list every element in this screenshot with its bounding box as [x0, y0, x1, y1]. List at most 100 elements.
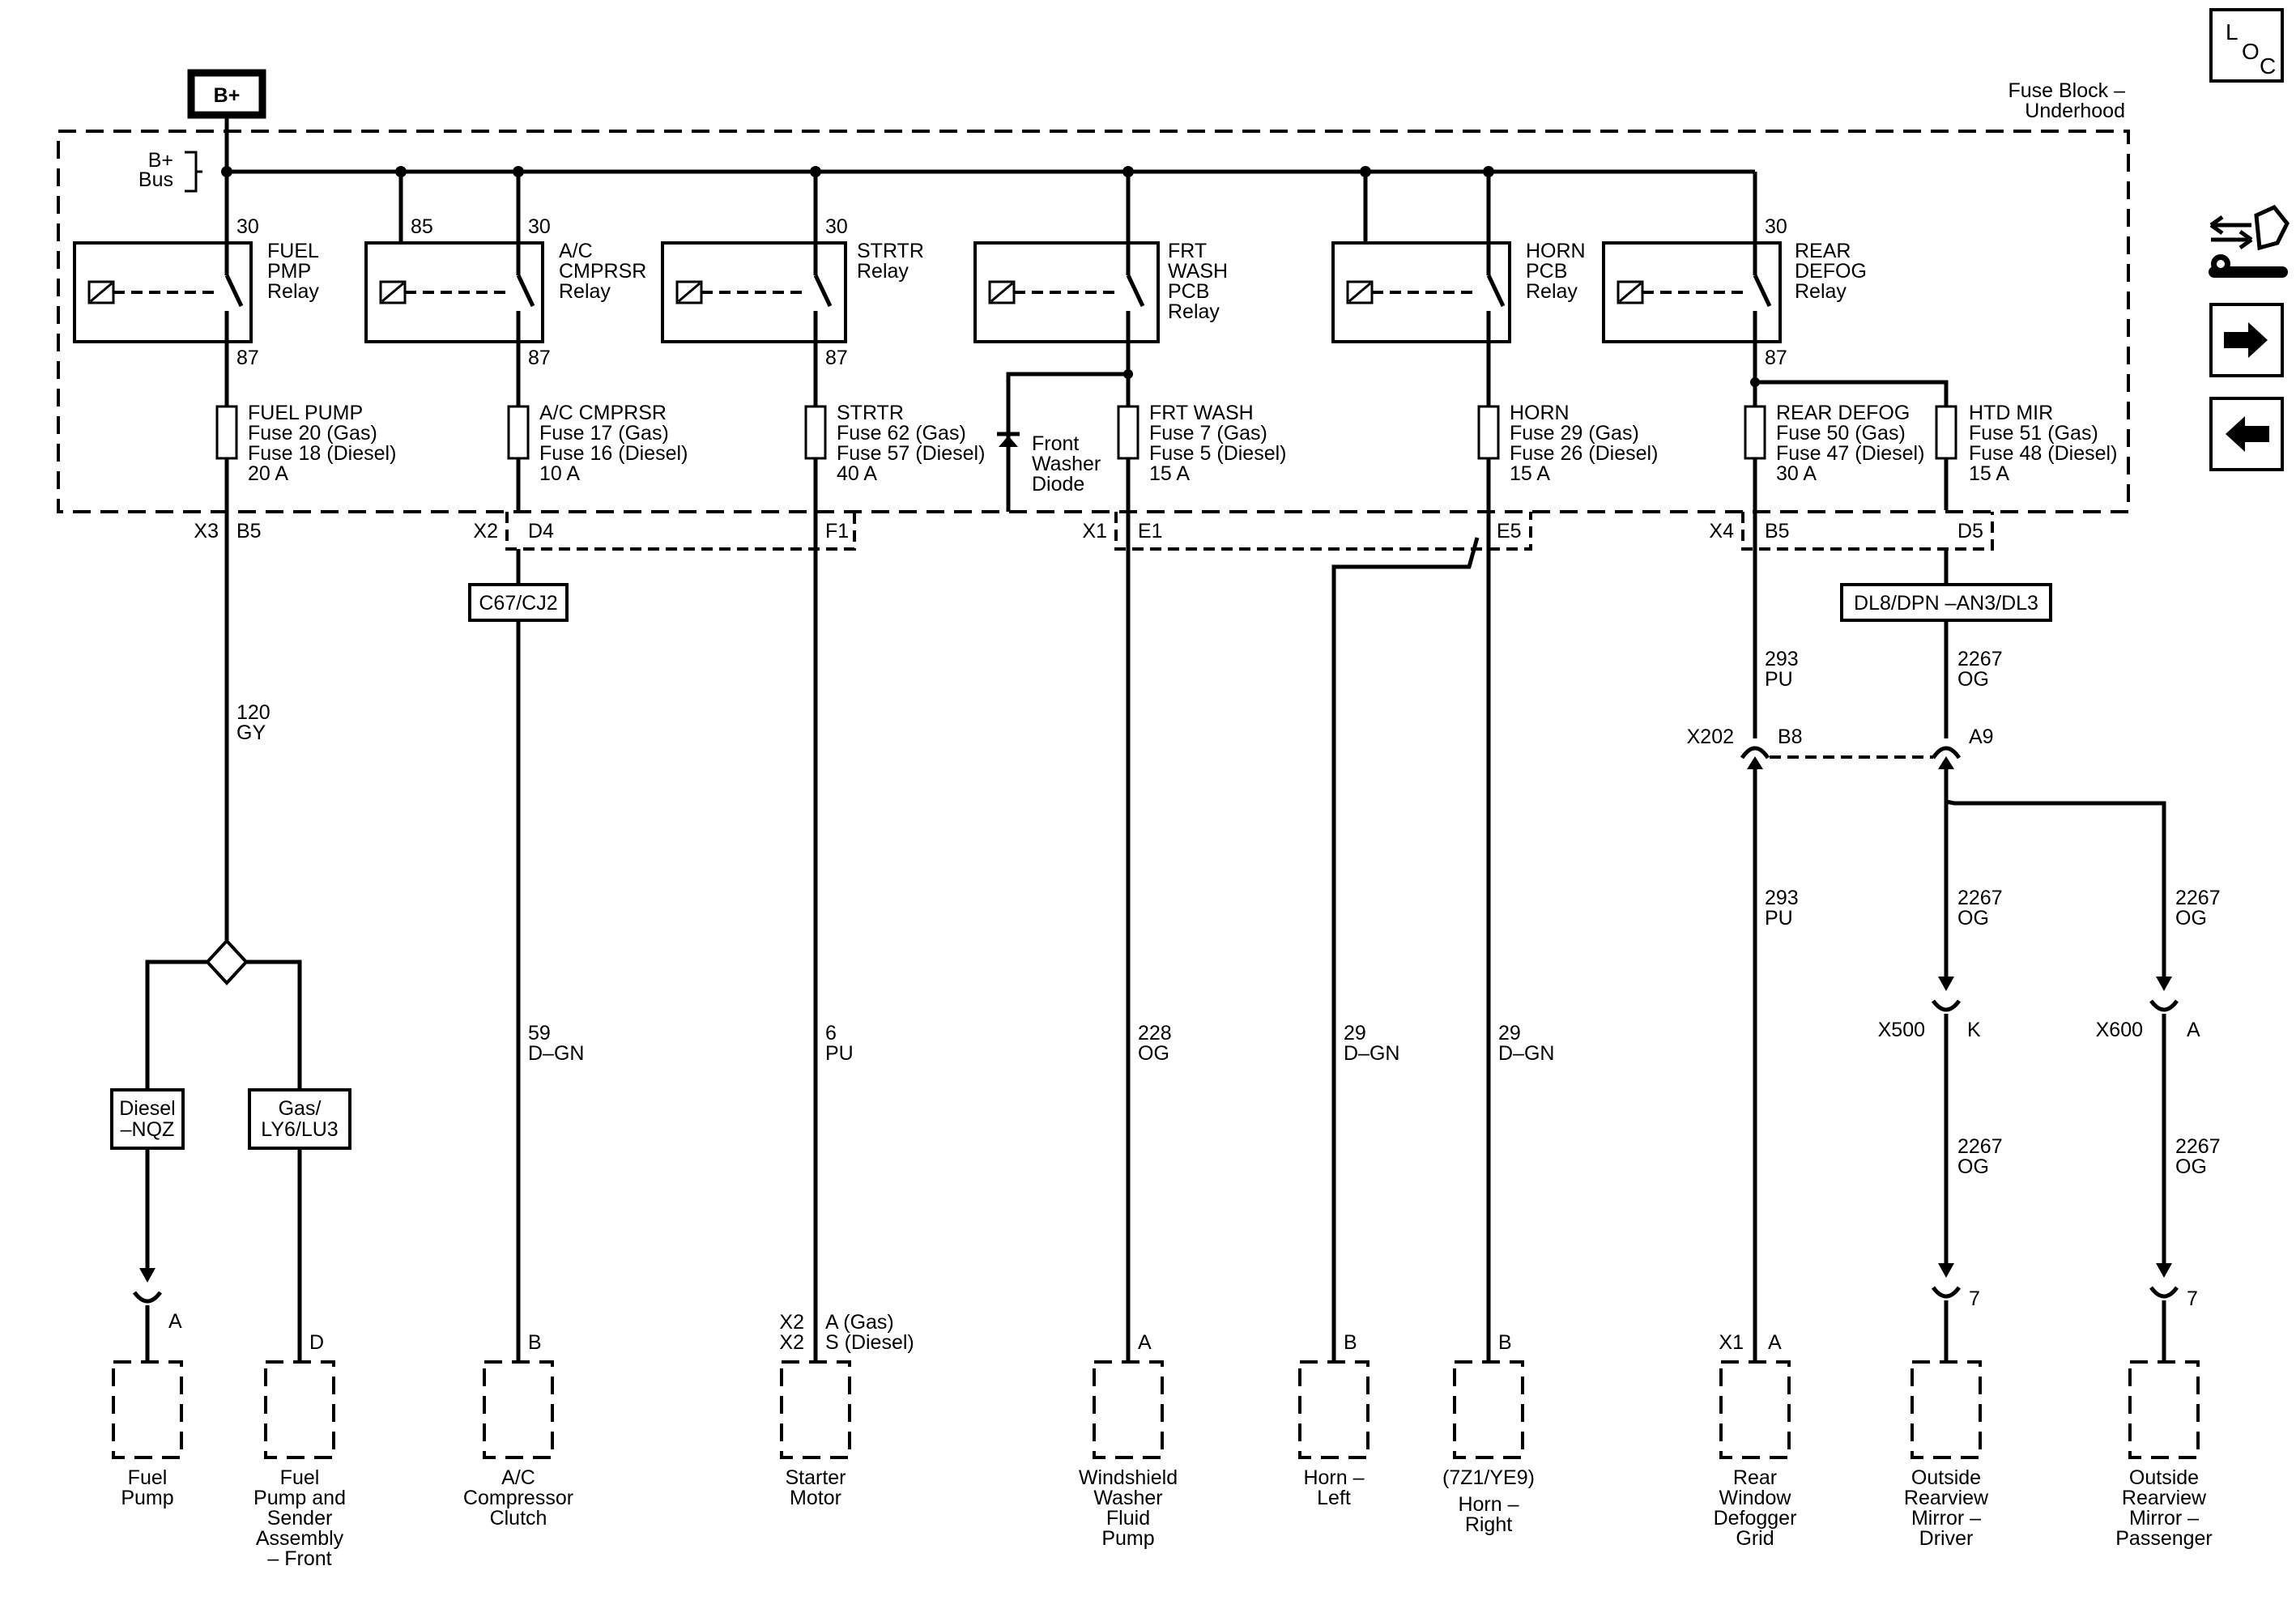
bus-label-bus: Bus [138, 168, 173, 191]
battery-label: B+ [214, 84, 241, 107]
svg-text:X600: X600 [2096, 1019, 2143, 1041]
svg-text:Fuse 51 (Gas): Fuse 51 (Gas) [1969, 422, 2098, 445]
svg-text:2267: 2267 [1957, 1135, 2003, 1158]
svg-text:Assembly: Assembly [256, 1527, 344, 1550]
fuse-starter[interactable]: STRTR Fuse 62 (Gas) Fuse 57 (Diesel) 40 … [804, 402, 985, 510]
fuse-front-washer[interactable]: FRT WASH Fuse 7 (Gas) Fuse 5 (Diesel) 15… [1117, 402, 1287, 510]
connector-x202: X202 B8 A9 [1687, 726, 1994, 759]
svg-text:Relay: Relay [1526, 280, 1578, 303]
component-horn-right[interactable]: (7Z1/YE9) Horn – Right [1442, 1360, 1535, 1536]
relay-rear-defog[interactable]: REAR DEFOG Relay 30 87 [1602, 172, 1949, 406]
svg-text:Defogger: Defogger [1714, 1507, 1797, 1530]
component-fuel-sender[interactable]: Fuel Pump and Sender Assembly – Front [253, 1360, 346, 1570]
svg-text:A/C CMPRSR: A/C CMPRSR [539, 402, 667, 424]
svg-text:293: 293 [1765, 887, 1799, 909]
svg-text:A9: A9 [1969, 726, 1994, 748]
connector-x600: X600 A 2267 OG 7 [2096, 977, 2221, 1362]
component-mirror-passenger[interactable]: Outside Rearview Mirror – Passenger [2115, 1360, 2213, 1550]
fuse-block-outline [57, 130, 2130, 513]
svg-text:30: 30 [236, 215, 259, 238]
connector-x500: X500 K 2267 OG 7 [1878, 977, 2003, 1362]
svg-text:B8: B8 [1778, 726, 1803, 748]
front-washer-diode[interactable]: Front Washer Diode [997, 372, 1128, 512]
svg-text:87: 87 [528, 347, 551, 369]
component-ac-clutch[interactable]: A/C Compressor Clutch [463, 1360, 573, 1530]
relay-front-washer[interactable]: FRT WASH PCB Relay [973, 172, 1228, 406]
svg-text:Fuse 18 (Diesel): Fuse 18 (Diesel) [248, 442, 396, 465]
arrow-left-icon [2226, 416, 2269, 452]
svg-text:Fuse 29 (Gas): Fuse 29 (Gas) [1510, 422, 1639, 445]
svg-text:120: 120 [236, 701, 270, 724]
location-button[interactable]: L O C [2209, 8, 2284, 83]
svg-text:A/C: A/C [559, 240, 593, 262]
svg-text:Motor: Motor [790, 1487, 841, 1509]
svg-text:Washer: Washer [1032, 453, 1101, 475]
svg-text:OG: OG [2175, 1155, 2207, 1178]
loc-letter-l: L [2226, 19, 2238, 45]
service-tools-icon[interactable] [2209, 204, 2290, 278]
svg-text:29: 29 [1344, 1022, 1366, 1045]
relay-ac-compressor[interactable]: A/C CMPRSR Relay 85 30 87 [364, 172, 646, 406]
fuse-heated-mirror[interactable]: HTD MIR Fuse 51 (Gas) Fuse 48 (Diesel) 1… [1935, 402, 2117, 510]
svg-text:Washer: Washer [1093, 1487, 1162, 1509]
svg-text:HTD MIR: HTD MIR [1969, 402, 2053, 424]
svg-text:PCB: PCB [1168, 280, 1209, 303]
svg-text:–NQZ: –NQZ [121, 1118, 175, 1141]
component-fuel-pump[interactable]: Fuel Pump [112, 1360, 183, 1509]
circuit-fuel-pump: 120 GY [145, 510, 302, 1090]
svg-text:Sender: Sender [267, 1507, 333, 1530]
svg-text:30: 30 [528, 215, 551, 238]
svg-text:PU: PU [825, 1042, 854, 1065]
svg-text:Fuse 62 (Gas): Fuse 62 (Gas) [837, 422, 966, 445]
component-mirror-driver[interactable]: Outside Rearview Mirror – Driver [1904, 1360, 1989, 1550]
svg-text:HORN: HORN [1526, 240, 1586, 262]
svg-text:GY: GY [236, 721, 266, 744]
component-horn-left[interactable]: Horn – Left [1298, 1360, 1370, 1509]
svg-text:Diode: Diode [1032, 473, 1084, 496]
svg-text:CMPRSR: CMPRSR [559, 260, 646, 283]
relay-fuel-pump[interactable]: FUEL PMP Relay 30 87 [73, 172, 319, 406]
fuse-horn[interactable]: HORN Fuse 29 (Gas) Fuse 26 (Diesel) 15 A [1477, 402, 1658, 510]
svg-text:Pump: Pump [1101, 1527, 1154, 1550]
svg-text:Front: Front [1032, 432, 1079, 455]
svg-text:FRT WASH: FRT WASH [1149, 402, 1254, 424]
svg-text:Fuse 20 (Gas): Fuse 20 (Gas) [248, 422, 377, 445]
svg-text:Relay: Relay [559, 280, 611, 303]
svg-text:30: 30 [825, 215, 848, 238]
svg-text:Relay: Relay [267, 280, 319, 303]
previous-page-button[interactable] [2209, 397, 2284, 471]
component-rear-defogger[interactable]: Rear Window Defogger Grid [1714, 1360, 1797, 1550]
relay-horn[interactable]: HORN PCB Relay [1331, 172, 1586, 406]
svg-text:DL8/DPN –AN3/DL3: DL8/DPN –AN3/DL3 [1854, 592, 2038, 615]
fuse-rear-defog[interactable]: REAR DEFOG Fuse 50 (Gas) Fuse 47 (Diesel… [1744, 402, 1924, 510]
svg-text:Left: Left [1317, 1487, 1351, 1509]
svg-text:D4: D4 [528, 520, 554, 543]
svg-text:S (Diesel): S (Diesel) [825, 1331, 914, 1354]
svg-text:Passenger: Passenger [2115, 1527, 2213, 1550]
svg-text:59: 59 [528, 1022, 551, 1045]
svg-text:87: 87 [236, 347, 259, 369]
svg-text:Horn –: Horn – [1458, 1493, 1519, 1516]
component-washer-pump[interactable]: Windshield Washer Fluid Pump [1079, 1360, 1178, 1550]
svg-text:Fuse 48 (Diesel): Fuse 48 (Diesel) [1969, 442, 2117, 465]
fuse-fuel-pump[interactable]: FUEL PUMP Fuse 20 (Gas) Fuse 18 (Diesel)… [215, 402, 396, 510]
svg-text:A: A [168, 1310, 182, 1333]
svg-text:Rear: Rear [1733, 1466, 1777, 1489]
circuit-heated-mirrors: DL8/DPN –AN3/DL3 2267 OG 2267 OG 2267 OG [1840, 549, 2221, 986]
fuse-block-title: Fuse Block – [2008, 79, 2125, 102]
svg-text:WASH: WASH [1168, 260, 1228, 283]
connector-x1: X1 E1 E5 [1082, 512, 1532, 551]
fuse-ac-compressor[interactable]: A/C CMPRSR Fuse 17 (Gas) Fuse 16 (Diesel… [507, 402, 688, 510]
svg-text:Rearview: Rearview [2122, 1487, 2207, 1509]
arrow-right-icon [2224, 322, 2268, 358]
connector-x4: X4 B5 D5 [1709, 512, 1994, 551]
relay-starter[interactable]: STRTR Relay 30 87 [661, 172, 924, 406]
next-page-button[interactable] [2209, 303, 2284, 377]
svg-text:LY6/LU3: LY6/LU3 [261, 1118, 338, 1141]
component-starter-motor[interactable]: Starter Motor [780, 1360, 851, 1509]
svg-text:OG: OG [1957, 668, 1989, 691]
svg-text:Gas/: Gas/ [279, 1097, 322, 1120]
svg-text:FUEL: FUEL [267, 240, 319, 262]
svg-text:30: 30 [1765, 215, 1787, 238]
svg-text:OG: OG [1138, 1042, 1169, 1065]
